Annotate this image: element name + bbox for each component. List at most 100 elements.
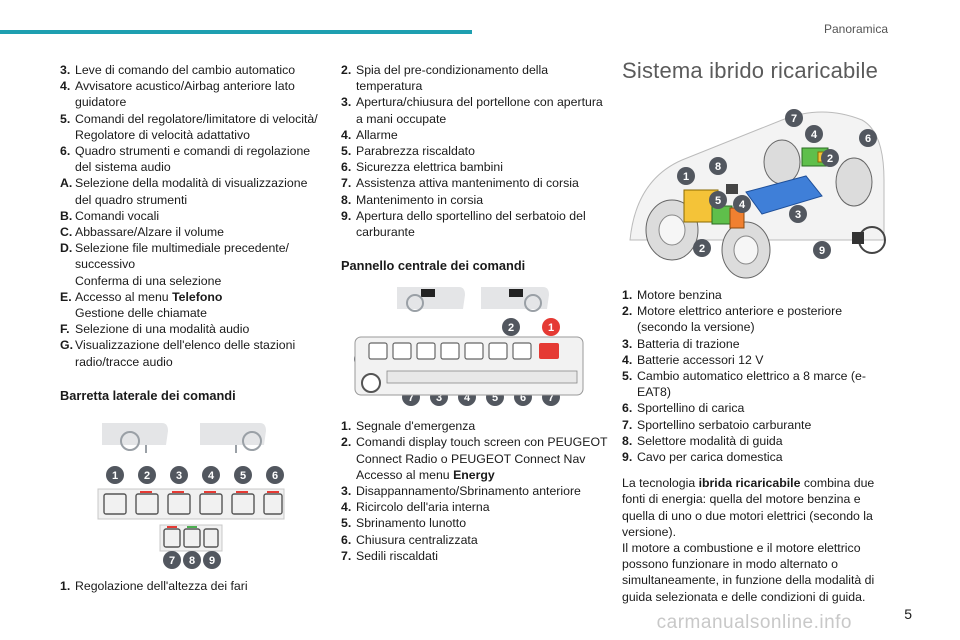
list-item-number: E. bbox=[60, 289, 72, 304]
list-item-text: Apertura dello sportellino del serbatoio… bbox=[356, 208, 586, 240]
list-item-number: 4. bbox=[341, 500, 352, 515]
list-item-text: Ricircolo dell'aria interna bbox=[356, 500, 490, 515]
list-item: D.Selezione file multimediale precedente… bbox=[60, 240, 322, 289]
list-item: 2.Spia del pre-condizionamento della tem… bbox=[341, 62, 609, 94]
header-accent-bar bbox=[0, 30, 472, 34]
svg-text:5: 5 bbox=[715, 195, 721, 207]
list-item-number: 6. bbox=[622, 401, 633, 416]
list-item-number: 5. bbox=[60, 111, 71, 126]
callout-badge-4: 4 bbox=[733, 195, 751, 213]
list-item-text: Cambio automatico elettrico a 8 marce (e… bbox=[637, 369, 866, 400]
page-number: 5 bbox=[904, 606, 912, 622]
callout-badge-2: 2 bbox=[502, 318, 520, 337]
list-item: 3.Batteria di trazione bbox=[622, 336, 892, 352]
list-item-number: 7. bbox=[622, 417, 633, 432]
list-item-number: 4. bbox=[60, 79, 71, 94]
list-item-number: 9. bbox=[341, 208, 352, 223]
list-item: 4.Batterie accessori 12 V bbox=[622, 352, 892, 368]
svg-text:1: 1 bbox=[683, 171, 689, 183]
callout-badge-1: 1 bbox=[106, 465, 124, 484]
svg-text:2: 2 bbox=[508, 322, 514, 334]
list-item-number: 2. bbox=[341, 435, 352, 450]
list-item: 3. Leve di comando del cambio automatico bbox=[60, 62, 322, 78]
steering-controls-list: 3. Leve di comando del cambio automatico 4… bbox=[60, 62, 322, 370]
list-item: 5.Sbrinamento lunotto bbox=[341, 515, 609, 531]
list-item: 7.Assistenza attiva mantenimento di cors… bbox=[341, 175, 609, 191]
list-item-text: Mantenimento in corsia bbox=[356, 192, 484, 207]
list-item-number: F. bbox=[60, 322, 70, 337]
tailgate-icon bbox=[167, 493, 191, 515]
list-item: 7.Sedili riscaldati bbox=[341, 548, 609, 564]
traction-battery-shape bbox=[745, 175, 823, 215]
svg-text:5: 5 bbox=[492, 392, 498, 404]
list-item-text: Selezione file multimediale precedente/ … bbox=[75, 241, 289, 288]
lane-keeping-icon bbox=[183, 528, 201, 548]
svg-text:4: 4 bbox=[208, 470, 215, 482]
accessory-battery-shape bbox=[726, 184, 738, 194]
callout-badge-8: 8 bbox=[183, 550, 201, 569]
callout-badge-7: 7 bbox=[785, 109, 803, 127]
list-item-text: Avvisatore acustico/Airbag anteriore lat… bbox=[75, 79, 295, 110]
fuel-flap-icon bbox=[203, 528, 219, 548]
svg-text:1: 1 bbox=[112, 470, 118, 482]
list-item-text: Comandi vocali bbox=[75, 208, 160, 223]
svg-text:3: 3 bbox=[436, 392, 442, 404]
child-lock-icon bbox=[263, 493, 283, 515]
svg-text:9: 9 bbox=[819, 245, 825, 257]
callout-badge-5: 5 bbox=[709, 191, 727, 209]
list-item-text: Comandi display touch screen con PEUGEOT… bbox=[356, 435, 608, 482]
list-item-text: Quadro strumenti e comandi di regolazion… bbox=[75, 144, 311, 175]
svg-text:3: 3 bbox=[795, 209, 801, 221]
page-heading: Sistema ibrido ricaricabile bbox=[622, 58, 879, 83]
svg-text:9: 9 bbox=[209, 555, 215, 567]
list-item-text: Batteria di trazione bbox=[637, 336, 740, 351]
list-item-text: Leve di comando del cambio automatico bbox=[75, 63, 296, 77]
list-item-number: D. bbox=[60, 241, 73, 256]
list-item-text: Apertura/chiusura del portellone con ape… bbox=[356, 95, 603, 126]
callout-badge-1: 1 bbox=[542, 318, 560, 337]
list-item: 2. Comandi display touch screen con PEUGE… bbox=[341, 434, 609, 483]
list-item-number: 7. bbox=[341, 176, 352, 191]
list-item-text: Selezione della modalità di visualizzazi… bbox=[75, 176, 308, 207]
list-item: 1. Regolazione dell'altezza dei fari bbox=[60, 578, 248, 593]
list-item: 9. Apertura dello sportellino del serbato… bbox=[341, 208, 609, 240]
list-item: 3.Disappannamento/Sbrinamento anteriore bbox=[341, 483, 609, 499]
alarm-icon bbox=[199, 493, 223, 515]
callout-badge-2: 2 bbox=[138, 465, 156, 484]
subhead-center-panel: Pannello centrale dei comandi bbox=[341, 258, 526, 274]
list-item-number: A. bbox=[60, 176, 73, 191]
list-item: 6. Quadro strumenti e comandi di regolazi… bbox=[60, 143, 322, 175]
list-item-number: G. bbox=[60, 338, 73, 353]
callout-badge-6: 6 bbox=[266, 465, 284, 484]
list-item-number: 5. bbox=[341, 144, 352, 159]
list-item-number: 8. bbox=[341, 192, 352, 207]
list-item-number: 3. bbox=[60, 63, 71, 77]
column-1: 3. Leve di comando del cambio automatico 4… bbox=[60, 62, 322, 594]
list-item-text: Chiusura centralizzata bbox=[356, 532, 478, 547]
list-item: 9.Cavo per carica domestica bbox=[622, 449, 892, 465]
list-item: 1.Segnale d'emergenza bbox=[341, 418, 609, 434]
svg-text:6: 6 bbox=[865, 133, 871, 145]
volume-knob-icon bbox=[361, 373, 381, 394]
svg-text:6: 6 bbox=[520, 392, 526, 404]
svg-text:7: 7 bbox=[169, 555, 175, 567]
list-item-number: 6. bbox=[341, 160, 352, 175]
dashboard-right-shape bbox=[200, 422, 266, 445]
list-item: B.Comandi vocali bbox=[60, 208, 322, 224]
svg-text:2: 2 bbox=[827, 153, 833, 165]
list-item: 6.Sicurezza elettrica bambini bbox=[341, 159, 609, 175]
callout-badge-9: 9 bbox=[813, 241, 831, 259]
list-item-number: 7. bbox=[341, 548, 352, 563]
svg-text:4: 4 bbox=[811, 129, 818, 141]
list-item: A.Selezione della modalità di visualizza… bbox=[60, 175, 322, 207]
list-item-number: 9. bbox=[622, 450, 633, 465]
list-item-number: C. bbox=[60, 225, 73, 240]
callout-badge-3: 3 bbox=[170, 465, 188, 484]
steering-wheel-icon bbox=[406, 294, 424, 313]
list-item-text: Sbrinamento lunotto bbox=[356, 516, 467, 531]
list-item-number: 6. bbox=[60, 144, 71, 159]
